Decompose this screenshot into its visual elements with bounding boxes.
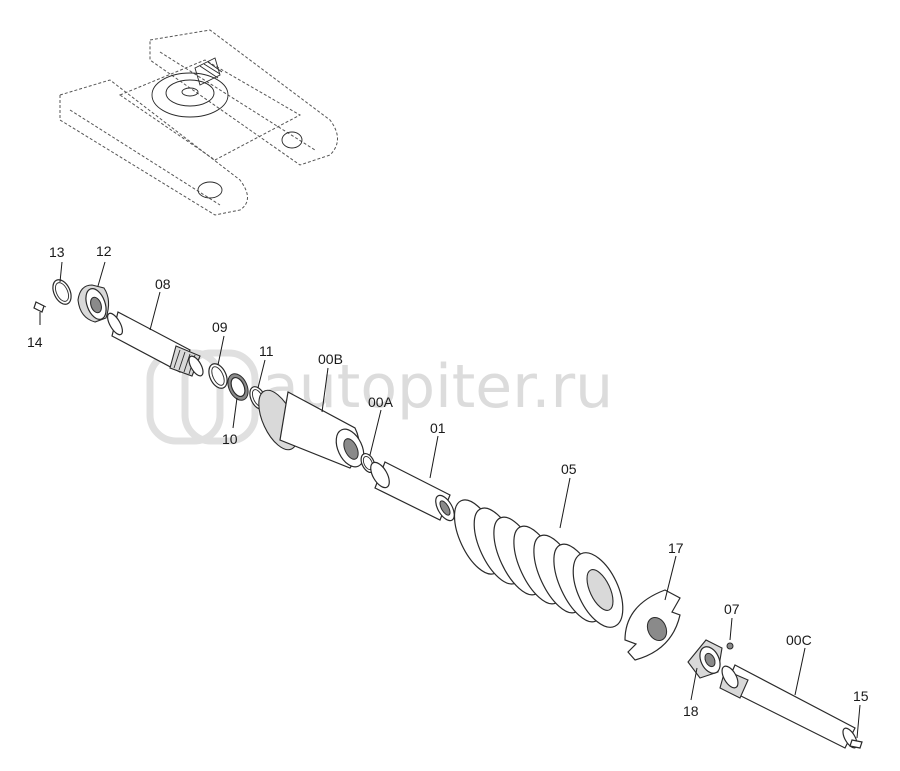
- label-13: 13: [49, 244, 65, 260]
- label-08: 08: [155, 276, 171, 292]
- part-13-o-ring: [52, 279, 72, 305]
- label-18: 18: [683, 703, 699, 719]
- label-09: 09: [212, 319, 228, 335]
- part-07-bolt: [726, 642, 734, 650]
- part-01-bushing: [370, 461, 455, 522]
- undercarriage-overview: [59, 29, 338, 216]
- part-05-spring: [453, 499, 624, 628]
- part-09-ring: [208, 363, 228, 389]
- part-15-grease-nipple: [849, 739, 863, 749]
- part-12-flange-cap: [77, 284, 110, 323]
- label-11: 11: [259, 343, 274, 359]
- label-10: 10: [222, 431, 238, 447]
- label-12: 12: [96, 243, 112, 259]
- label-07: 07: [724, 601, 740, 617]
- label-00C: 00C: [786, 632, 812, 648]
- part-00C-rod: [719, 664, 858, 749]
- label-00A: 00A: [368, 394, 394, 410]
- leader-lines: [39, 261, 861, 739]
- label-00B: 00B: [318, 351, 343, 367]
- part-10-seal-ring: [227, 373, 249, 401]
- label-17: 17: [668, 540, 684, 556]
- part-18-nut: [687, 639, 723, 679]
- label-05: 05: [561, 461, 577, 477]
- part-17-plate: [624, 589, 681, 661]
- label-15: 15: [853, 688, 869, 704]
- part-00B-cylinder: [258, 389, 365, 469]
- label-14: 14: [27, 334, 43, 350]
- label-01: 01: [430, 420, 446, 436]
- part-08-rod: [107, 311, 204, 377]
- part-14-bolt: [33, 301, 47, 313]
